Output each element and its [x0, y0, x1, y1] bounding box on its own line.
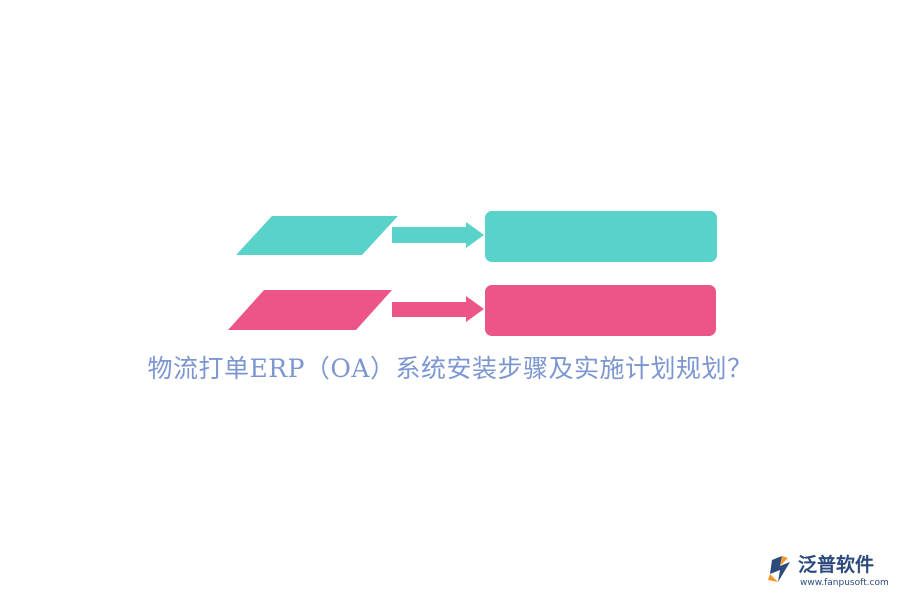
fanpu-logo-icon: [768, 556, 790, 582]
teal-arrow: [392, 222, 484, 248]
pink-input-parallelogram: [228, 290, 392, 330]
pink-arrow: [392, 296, 484, 322]
pink-output-box: [485, 285, 716, 336]
logo-url: www.fanpusoft.com: [800, 578, 889, 588]
teal-output-box: [485, 211, 717, 262]
logo-name: 泛普软件: [798, 554, 875, 576]
teal-input-parallelogram: [236, 216, 398, 255]
brand-logo: 泛普软件 www.fanpusoft.com: [766, 552, 890, 592]
page-title: 物流打单ERP（OA）系统安装步骤及实施计划规划？: [147, 354, 753, 383]
